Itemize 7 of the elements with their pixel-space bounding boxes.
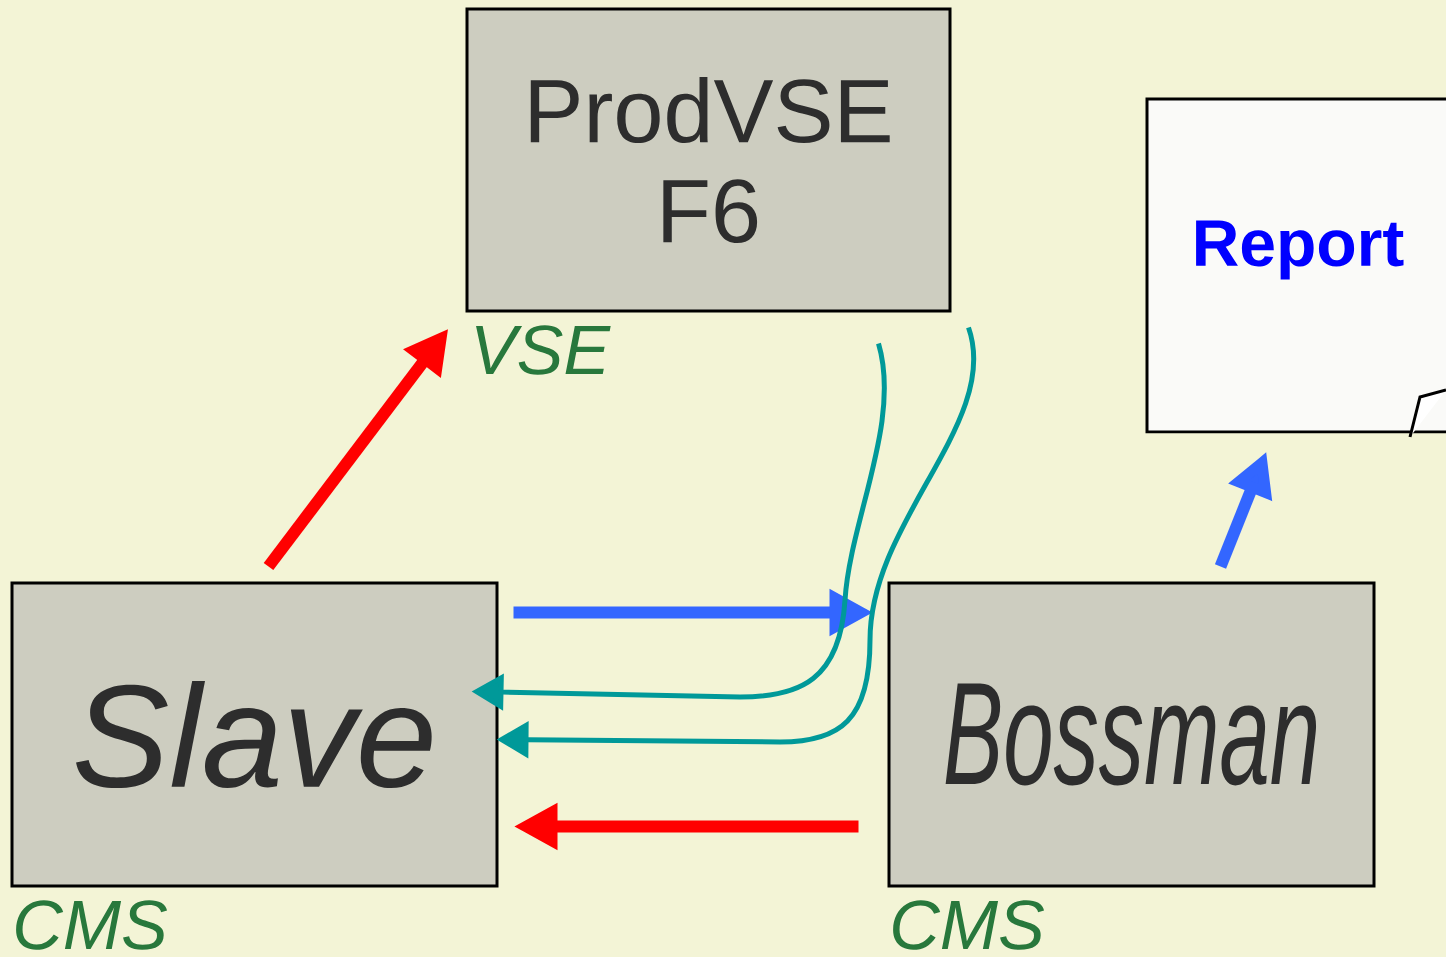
- process-box: ProdVSE F6: [465, 7, 952, 313]
- node-caption: CMS: [16, 900, 168, 950]
- process-box: Slave: [10, 581, 499, 888]
- node-caption: CMS: [893, 900, 1045, 950]
- process-box: Bossman: [887, 581, 1376, 888]
- document-box: Report: [1145, 97, 1446, 438]
- node-caption: VSE: [476, 325, 611, 375]
